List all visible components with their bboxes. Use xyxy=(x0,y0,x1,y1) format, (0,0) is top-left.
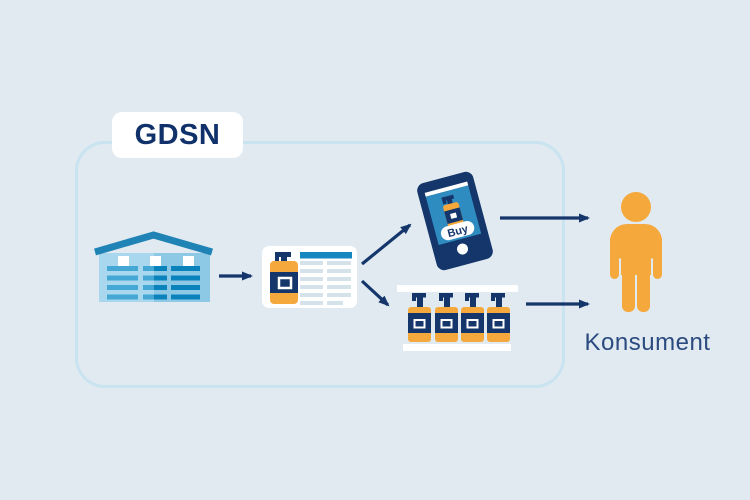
warehouse-icon xyxy=(90,228,220,308)
buy-button: Buy xyxy=(440,221,475,241)
smartphone-icon: Buy xyxy=(415,170,494,272)
shelf-top-board xyxy=(397,285,518,292)
gdsn-badge: GDSN xyxy=(112,112,243,158)
product-data-card-icon xyxy=(262,246,357,308)
gdsn-label: GDSN xyxy=(134,118,221,151)
screen-product-bottle xyxy=(441,194,465,231)
shelf-bottles xyxy=(408,293,510,342)
gdsn-frame xyxy=(75,141,565,388)
warehouse-windows xyxy=(118,256,194,267)
phone-home-button xyxy=(457,243,469,255)
warehouse-roof xyxy=(94,231,213,256)
warehouse-doors xyxy=(107,266,200,300)
person-head xyxy=(621,192,651,222)
card-text-lines xyxy=(300,261,351,305)
card-header-bar xyxy=(300,252,352,259)
card-product-bottle xyxy=(270,252,298,304)
phone-top-strip xyxy=(424,181,469,197)
person-body xyxy=(610,224,662,312)
shelf-bottom-board xyxy=(403,344,511,351)
consumer-person-icon xyxy=(600,185,700,320)
consumer-label: Konsument xyxy=(584,329,711,356)
buy-button-label: Buy xyxy=(446,223,470,240)
store-shelf-icon xyxy=(395,283,523,353)
